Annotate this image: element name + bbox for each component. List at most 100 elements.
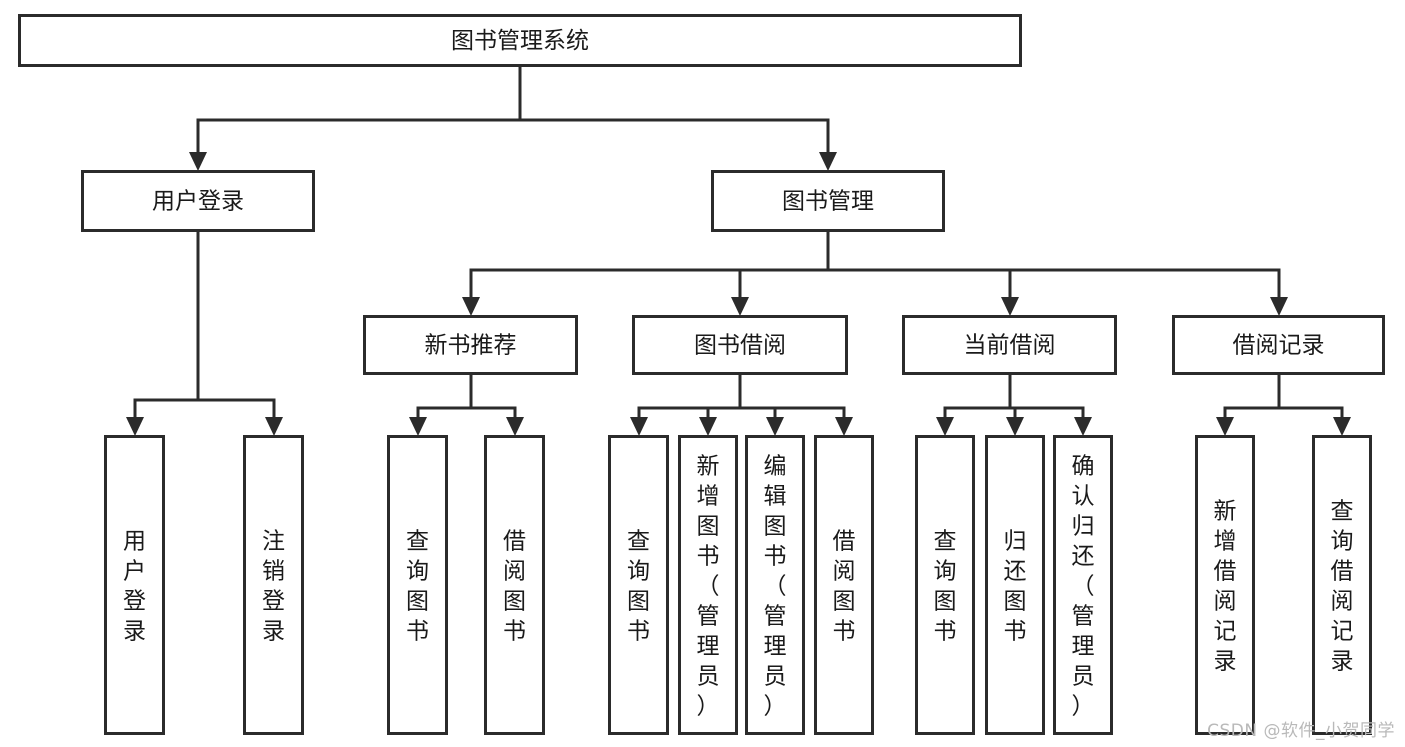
node-leaf-user-logout[interactable]: 注销登录 [243, 435, 304, 735]
node-box[interactable] [104, 435, 165, 735]
node-label: 确认归还（管理员） [1072, 453, 1095, 719]
node-current[interactable]: 当前借阅 [902, 315, 1117, 375]
node-leaf-borrow-query[interactable]: 查询图书 [608, 435, 669, 735]
node-label: 查询借阅记录 [1331, 498, 1354, 674]
connector-login-to-leaf-user-login [126, 232, 200, 436]
arrow-head-icon [835, 417, 853, 436]
connector-bookmgmt-to-record [826, 232, 1288, 316]
connector-current-to-leaf-cur-confirm [1008, 375, 1092, 436]
node-label: 图书借阅 [694, 333, 786, 359]
node-newbook[interactable]: 新书推荐 [363, 315, 578, 375]
node-leaf-cur-query[interactable]: 查询图书 [915, 435, 975, 735]
node-label: 用户登录 [123, 528, 146, 644]
arrow-head-icon [1074, 417, 1092, 436]
node-leaf-rec-query[interactable]: 查询借阅记录 [1312, 435, 1372, 735]
arrow-head-icon [936, 417, 954, 436]
node-leaf-new-query[interactable]: 查询图书 [387, 435, 448, 735]
node-label: 用户登录 [152, 189, 244, 215]
node-box[interactable] [745, 435, 805, 735]
node-box[interactable] [985, 435, 1045, 735]
node-label: 新书推荐 [425, 333, 517, 359]
node-box[interactable] [711, 170, 945, 232]
node-box[interactable] [1172, 315, 1385, 375]
node-label: 图书管理系统 [451, 28, 589, 54]
node-layer: 图书管理系统用户登录图书管理新书推荐图书借阅当前借阅借阅记录用户登录注销登录查询… [18, 14, 1385, 735]
arrow-head-icon [699, 417, 717, 436]
connector-record-to-leaf-rec-query [1277, 375, 1351, 436]
connector-borrow-to-leaf-borrow-edit [738, 375, 784, 436]
arrow-head-icon [1216, 417, 1234, 436]
connector-bookmgmt-to-current [826, 232, 1019, 316]
node-box[interactable] [18, 14, 1022, 67]
node-login[interactable]: 用户登录 [81, 170, 315, 232]
connector-root-to-login [189, 67, 522, 171]
node-label: 当前借阅 [964, 333, 1056, 359]
node-leaf-cur-return[interactable]: 归还图书 [985, 435, 1045, 735]
connector-borrow-to-leaf-borrow-add [699, 375, 742, 436]
arrow-head-icon [630, 417, 648, 436]
node-label: 编辑图书（管理员） [764, 453, 787, 719]
connector-record-to-leaf-rec-add [1216, 375, 1281, 436]
node-box[interactable] [484, 435, 545, 735]
connector-newbook-to-leaf-new-query [409, 375, 473, 436]
arrow-head-icon [506, 417, 524, 436]
arrow-head-icon [409, 417, 427, 436]
node-box[interactable] [243, 435, 304, 735]
connector-layer [126, 67, 1351, 436]
node-label: 查询图书 [934, 528, 957, 644]
connector-newbook-to-leaf-new-borrow [469, 375, 524, 436]
arrow-head-icon [462, 297, 480, 316]
node-label: 注销登录 [262, 528, 285, 644]
node-box[interactable] [1053, 435, 1113, 735]
node-label: 查询图书 [406, 528, 429, 644]
node-leaf-new-borrow[interactable]: 借阅图书 [484, 435, 545, 735]
connector-borrow-to-leaf-borrow-query [630, 375, 742, 436]
node-leaf-borrow-do[interactable]: 借阅图书 [814, 435, 874, 735]
node-borrow[interactable]: 图书借阅 [632, 315, 848, 375]
node-label: 新增图书（管理员） [697, 453, 720, 719]
node-label: 借阅图书 [833, 528, 856, 644]
node-leaf-borrow-edit[interactable]: 编辑图书（管理员） [745, 435, 805, 735]
connector-bookmgmt-to-newbook [462, 232, 830, 316]
node-leaf-cur-confirm[interactable]: 确认归还（管理员） [1053, 435, 1113, 735]
arrow-head-icon [731, 297, 749, 316]
node-leaf-user-login[interactable]: 用户登录 [104, 435, 165, 735]
connector-current-to-leaf-cur-query [936, 375, 1012, 436]
connector-root-to-bookmgmt [518, 67, 837, 171]
node-box[interactable] [814, 435, 874, 735]
node-bookmgmt[interactable]: 图书管理 [711, 170, 945, 232]
connector-borrow-to-leaf-borrow-do [738, 375, 853, 436]
node-root[interactable]: 图书管理系统 [18, 14, 1022, 67]
node-label: 图书管理 [782, 189, 874, 215]
node-record[interactable]: 借阅记录 [1172, 315, 1385, 375]
node-box[interactable] [915, 435, 975, 735]
node-box[interactable] [632, 315, 848, 375]
node-label: 借阅记录 [1233, 333, 1325, 359]
arrow-head-icon [265, 417, 283, 436]
arrow-head-icon [189, 152, 207, 171]
connector-login-to-leaf-user-logout [196, 232, 283, 436]
arrow-head-icon [766, 417, 784, 436]
node-leaf-rec-add[interactable]: 新增借阅记录 [1195, 435, 1255, 735]
node-label: 归还图书 [1004, 528, 1027, 644]
node-box[interactable] [678, 435, 738, 735]
connector-bookmgmt-to-borrow [731, 232, 830, 316]
node-label: 新增借阅记录 [1214, 498, 1237, 674]
node-box[interactable] [81, 170, 315, 232]
node-leaf-borrow-add[interactable]: 新增图书（管理员） [678, 435, 738, 735]
node-label: 借阅图书 [503, 528, 526, 644]
arrow-head-icon [819, 152, 837, 171]
arrow-head-icon [1333, 417, 1351, 436]
node-box[interactable] [363, 315, 578, 375]
arrow-head-icon [1001, 297, 1019, 316]
arrow-head-icon [1270, 297, 1288, 316]
arrow-head-icon [1006, 417, 1024, 436]
node-box[interactable] [387, 435, 448, 735]
node-box[interactable] [1195, 435, 1255, 735]
node-label: 查询图书 [627, 528, 650, 644]
node-box[interactable] [902, 315, 1117, 375]
node-box[interactable] [1312, 435, 1372, 735]
node-box[interactable] [608, 435, 669, 735]
